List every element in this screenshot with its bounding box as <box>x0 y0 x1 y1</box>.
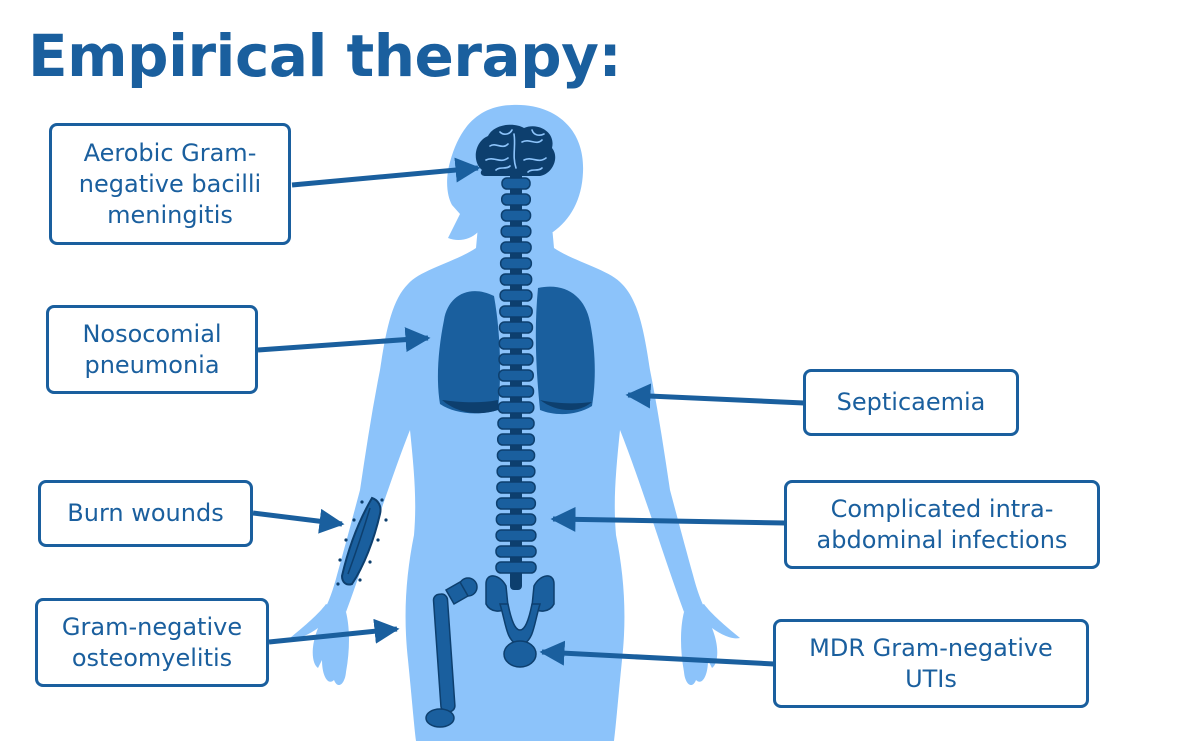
left-hand <box>290 604 349 686</box>
label-line: Aerobic Gram- <box>83 138 257 167</box>
label-osteomyelitis: Gram-negative osteomyelitis <box>35 598 269 687</box>
left-lung <box>437 291 501 414</box>
bladder <box>503 640 537 668</box>
vertebra <box>499 305 533 318</box>
vertebra <box>495 545 537 558</box>
burn-wound-icon <box>336 496 388 586</box>
vertebra <box>500 241 532 254</box>
label-line: Septicaemia <box>836 388 986 416</box>
arrow-pneumonia <box>257 327 431 353</box>
vertebra <box>497 417 535 430</box>
spine <box>495 170 537 590</box>
right-hand <box>681 604 740 686</box>
label-line: Gram-negative <box>61 612 243 641</box>
right-lung <box>535 286 595 415</box>
vertebra <box>501 177 531 190</box>
vertebra <box>497 385 535 398</box>
label-line: Complicated intra- <box>830 494 1054 523</box>
label-line: osteomyelitis <box>71 643 233 672</box>
label-pneumonia: Nosocomial pneumonia <box>46 305 258 394</box>
label-line: UTIs <box>905 664 957 693</box>
label-line: meningitis <box>107 200 233 229</box>
label-septicaemia: Septicaemia <box>803 369 1019 436</box>
vertebra <box>496 433 536 446</box>
arrow-septicaemia <box>625 383 805 409</box>
arrow-utis <box>539 640 775 667</box>
pelvis <box>485 575 555 645</box>
label-line: Nosocomial <box>82 319 222 348</box>
vertebra <box>499 257 533 270</box>
arrow-osteomyelitis <box>268 618 400 645</box>
brain-icon <box>475 124 556 176</box>
lungs <box>437 286 595 415</box>
label-line: abdominal infections <box>816 525 1068 554</box>
vertebra <box>496 449 536 462</box>
vertebra <box>495 513 537 526</box>
vertebra <box>498 353 534 366</box>
arrow-intra-abdominal <box>550 506 786 532</box>
label-line: pneumonia <box>84 350 220 379</box>
label-burn-wounds: Burn wounds <box>38 480 253 547</box>
label-line: Burn wounds <box>67 499 224 527</box>
vertebra <box>495 497 537 510</box>
label-line: negative bacilli <box>78 169 262 198</box>
vertebra <box>500 193 532 206</box>
page-title: Empirical therapy: <box>28 22 622 90</box>
vertebra <box>499 273 533 286</box>
vertebra <box>498 321 534 334</box>
label-line: MDR Gram-negative <box>809 633 1053 662</box>
label-utis: MDR Gram-negative UTIs <box>773 619 1089 708</box>
vertebra <box>495 561 537 574</box>
label-meningitis: Aerobic Gram- negative bacilli meningiti… <box>49 123 291 245</box>
arrow-meningitis <box>291 157 481 188</box>
vertebra <box>498 337 534 350</box>
arrows <box>252 157 805 667</box>
vertebra <box>496 465 536 478</box>
vertebra <box>500 209 532 222</box>
vertebra <box>495 529 537 542</box>
vertebra <box>496 481 536 494</box>
vertebra <box>500 225 532 238</box>
femur <box>425 577 478 728</box>
vertebra <box>499 289 533 302</box>
arrow-burn-wounds <box>252 508 345 534</box>
vertebra <box>498 369 534 382</box>
vertebra <box>497 401 535 414</box>
label-intra-abdominal: Complicated intra- abdominal infections <box>784 480 1100 569</box>
